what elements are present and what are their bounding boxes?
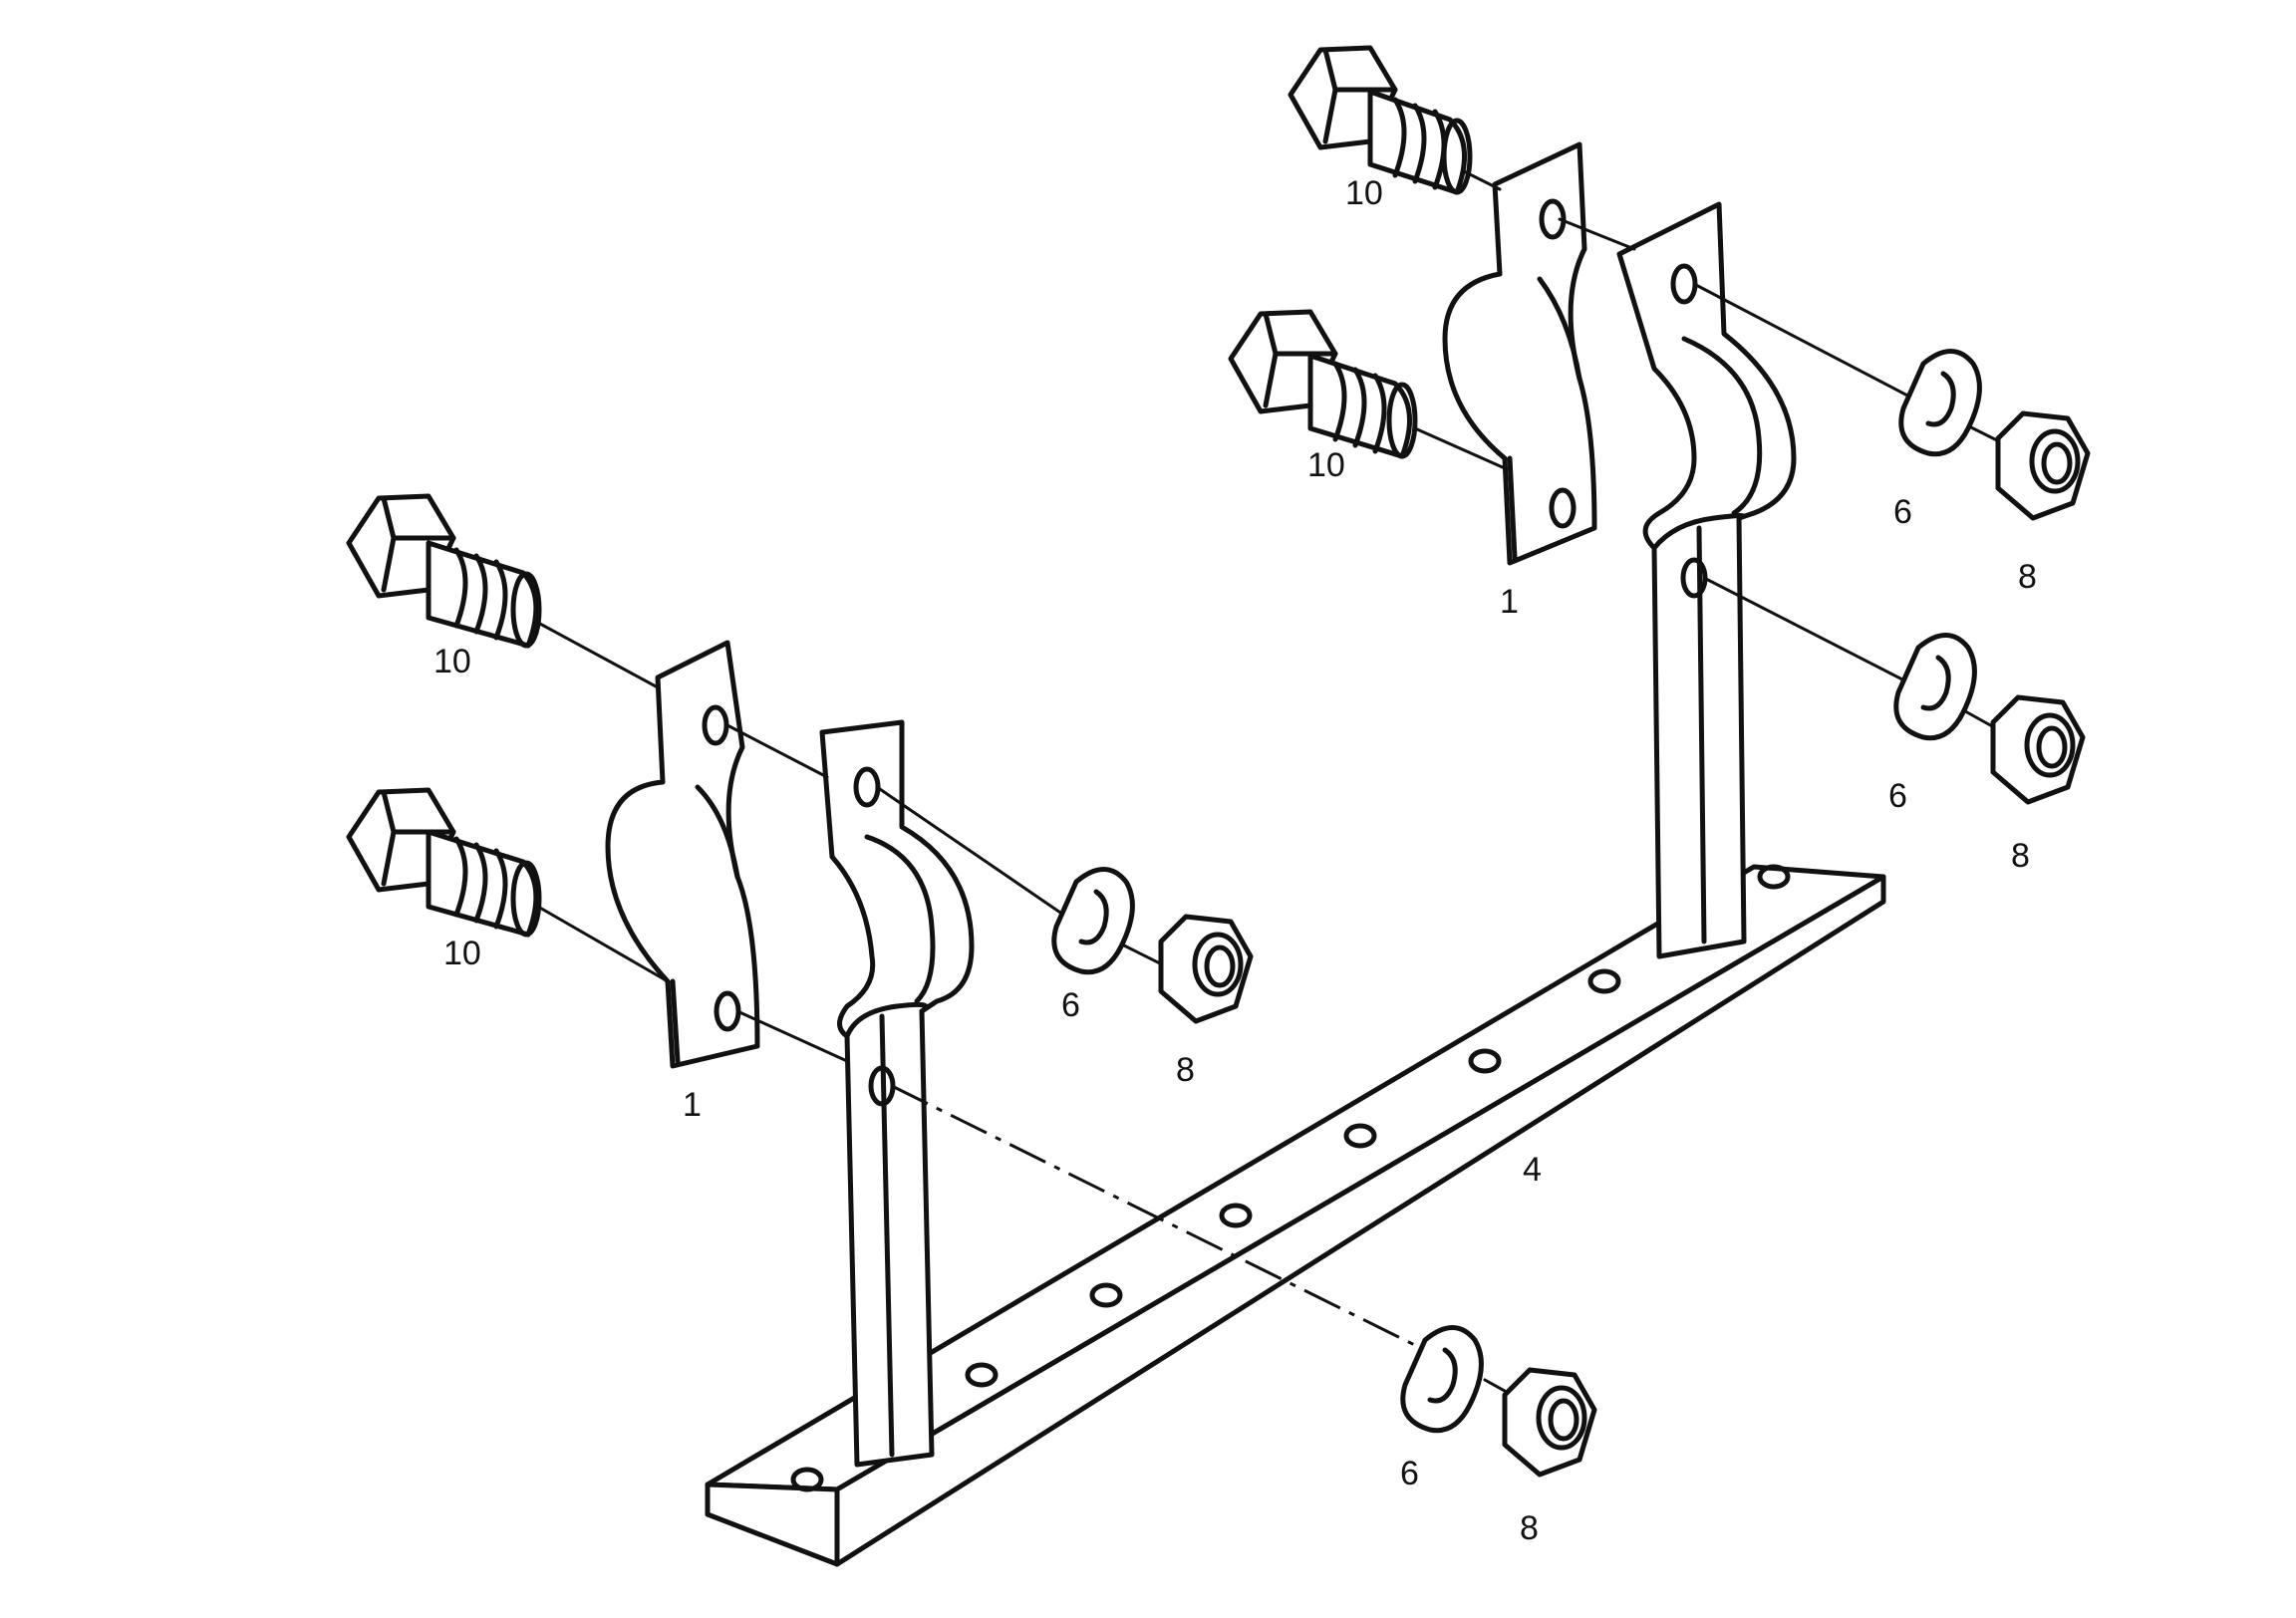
callout-base-plate: 4 [1523,1151,1542,1189]
callout-bolt-bottom-left: 10 [443,935,481,972]
bolt-bottom-left [346,787,542,938]
left-clamp [605,640,760,1069]
callout-washer-lower: 6 [1400,1455,1419,1492]
callout-washer-right-top: 6 [1893,493,1912,531]
callout-labels: 10 10 10 10 6 8 6 8 6 8 6 8 1 1 4 [433,174,2037,1547]
bolt-top-right [1288,45,1473,195]
callout-bolt-top-left: 10 [433,643,471,680]
callout-clamp-left: 1 [683,1086,702,1124]
left-upright-bracket [819,719,975,1468]
callout-nut-right-bottom: 8 [2011,837,2030,875]
callout-washer-left: 6 [1061,986,1080,1024]
washer-right-bottom [1893,633,1977,741]
washer-lower [1400,1325,1484,1434]
base-plate-holes [790,864,1791,1492]
bolt-top-left [346,493,542,649]
callout-bolt-mid-right: 10 [1307,446,1345,484]
nut-lower [1502,1367,1597,1478]
base-plate [705,864,1886,1567]
callout-nut-right-top: 8 [2018,558,2037,596]
callout-bolt-top-right: 10 [1345,174,1383,212]
callout-nut-left: 8 [1176,1051,1195,1089]
callout-washer-right-bottom: 6 [1888,777,1907,815]
nut-left [1158,914,1254,1024]
nut-right-bottom [1990,694,2086,805]
right-clamp [1442,141,1597,566]
callout-clamp-right: 1 [1500,583,1519,621]
nut-right-top [1995,410,2091,521]
callout-nut-lower: 8 [1520,1509,1539,1547]
washer-right-top [1898,349,1982,457]
bolt-mid-right [1228,309,1418,459]
washer-left [1051,867,1135,975]
